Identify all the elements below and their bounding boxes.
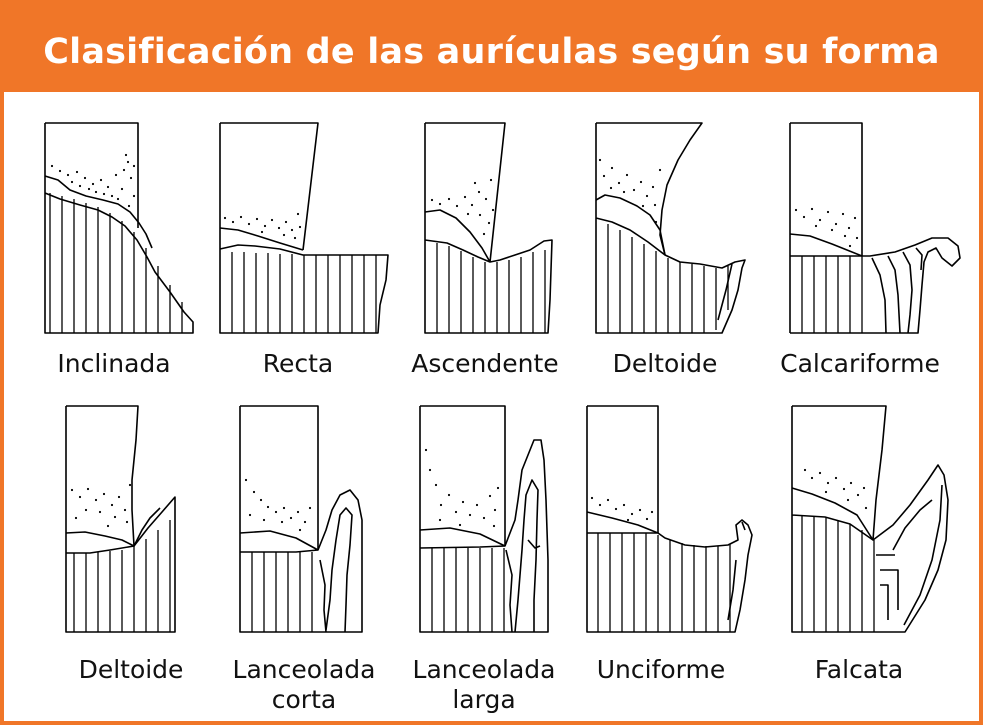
hatching xyxy=(436,243,546,333)
hatching xyxy=(73,520,171,632)
stipple xyxy=(223,212,302,240)
drawing-recta xyxy=(219,122,389,334)
label-deltoide-1: Deltoide xyxy=(612,349,718,378)
drawing-inclinada xyxy=(44,122,194,334)
label-lanceolada-corta: Lanceolada corta xyxy=(219,655,389,715)
page-title: Clasificación de las aurículas según su … xyxy=(43,32,940,72)
stipple xyxy=(430,178,495,236)
label-line-2: larga xyxy=(452,685,516,714)
label-calcariforme: Calcariforme xyxy=(780,349,940,378)
label-deltoide-2: Deltoide xyxy=(78,655,184,684)
label-ascendente: Ascendente xyxy=(411,349,559,378)
drawing-unciforme xyxy=(586,405,753,633)
hatching xyxy=(231,252,377,333)
stipple xyxy=(598,158,662,224)
stipple xyxy=(70,483,132,528)
label-recta: Recta xyxy=(262,349,334,378)
stipple xyxy=(794,207,859,248)
drawing-lanceolada-corta xyxy=(239,405,363,633)
label-line-2: corta xyxy=(271,685,337,714)
hatching xyxy=(607,224,729,333)
label-unciforme: Unciforme xyxy=(596,655,726,684)
label-line-1: Lanceolada xyxy=(412,655,556,684)
stipple xyxy=(244,478,312,532)
hatching xyxy=(801,515,875,632)
stipple xyxy=(590,496,654,522)
hatching xyxy=(49,193,183,333)
stipple xyxy=(803,468,868,510)
hatching xyxy=(251,552,313,632)
label-line-1: Lanceolada xyxy=(232,655,376,684)
hatching xyxy=(597,533,731,632)
title-banner: Clasificación de las aurículas según su … xyxy=(0,0,983,92)
stipple xyxy=(50,153,136,208)
label-lanceolada-larga: Lanceolada larga xyxy=(399,655,569,715)
drawing-calcariforme xyxy=(789,122,961,334)
drawing-ascendente xyxy=(424,122,553,334)
hatching xyxy=(801,256,863,333)
stipple xyxy=(424,448,500,528)
drawing-deltoide-1 xyxy=(595,122,746,334)
label-falcata: Falcata xyxy=(814,655,904,684)
drawing-deltoide-2 xyxy=(65,405,176,633)
drawing-lanceolada-larga xyxy=(419,405,549,633)
label-inclinada: Inclinada xyxy=(57,349,171,378)
drawing-falcata xyxy=(791,405,949,633)
hatching xyxy=(431,548,505,632)
